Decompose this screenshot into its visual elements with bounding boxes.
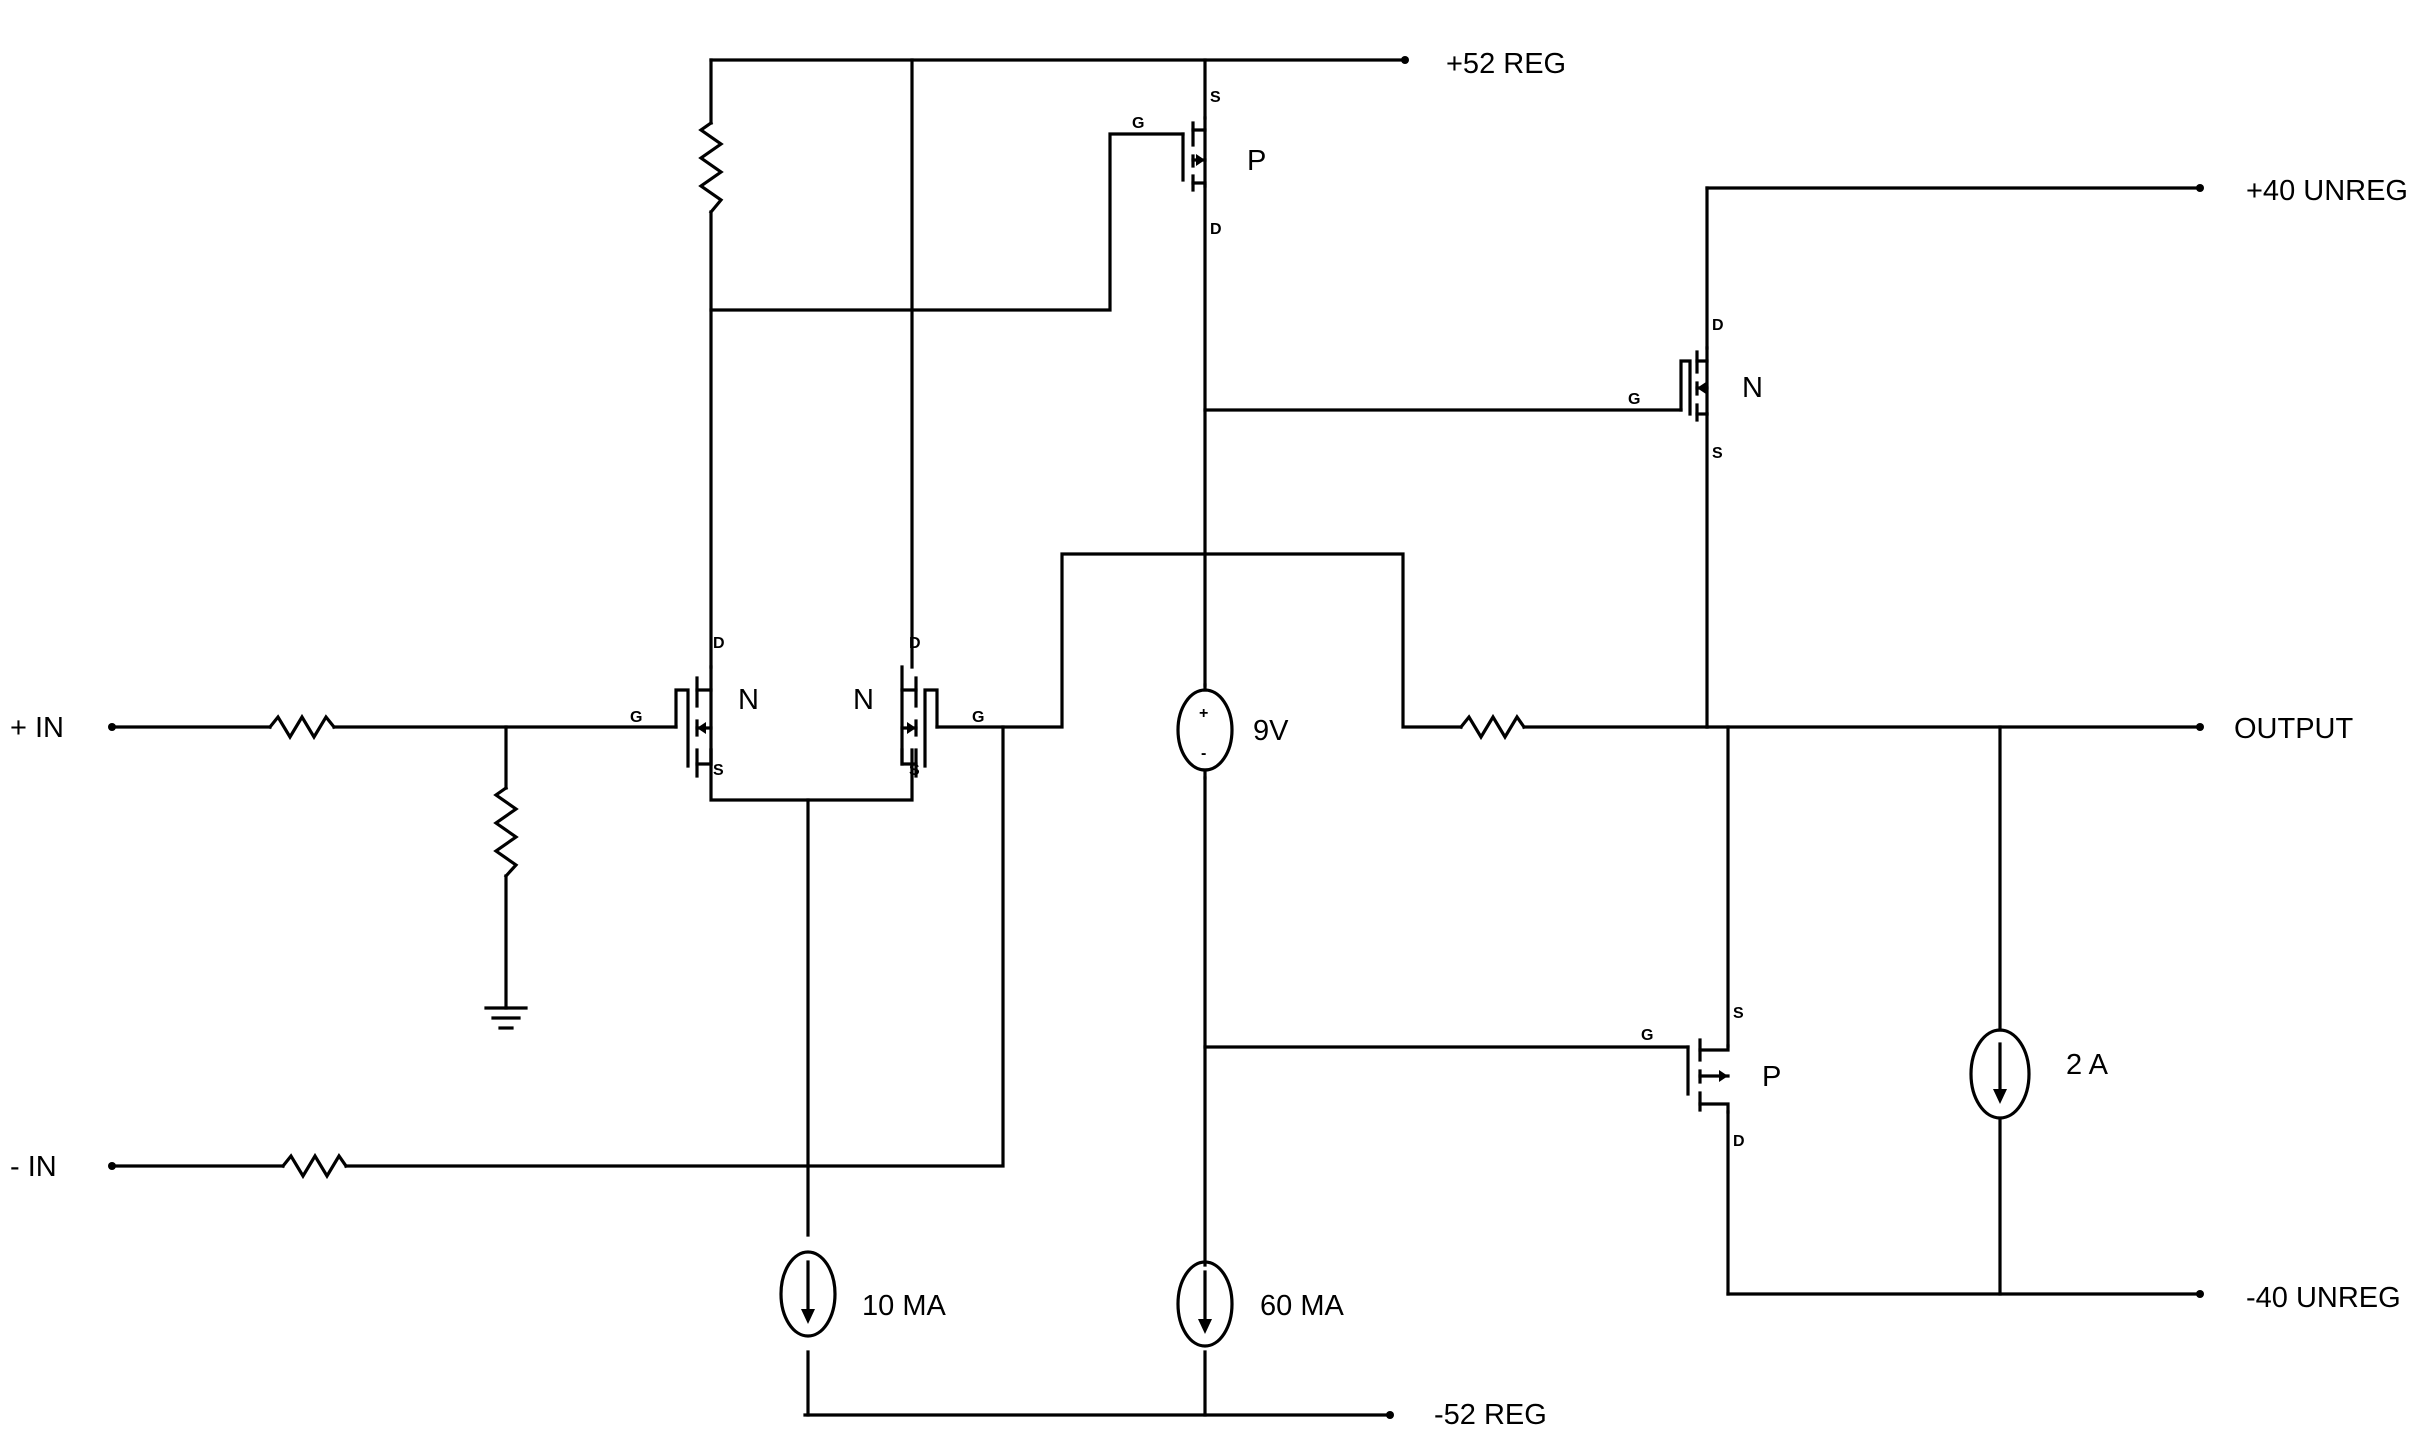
ground-icon bbox=[484, 1006, 528, 1030]
minus-in-label: - IN bbox=[10, 1151, 57, 1183]
wire-pos40-rail bbox=[1705, 186, 2202, 191]
wire-feedback bbox=[1001, 552, 1463, 729]
q4-source-label: S bbox=[1712, 445, 1723, 462]
terminal-output bbox=[2196, 723, 2204, 731]
q5-source-label: S bbox=[1733, 1005, 1744, 1022]
voltage-source-icon bbox=[1176, 683, 1234, 780]
rail-pos40-label: +40 UNREG bbox=[2246, 175, 2408, 207]
resistor-feedback bbox=[1458, 713, 1527, 741]
resistor-plus-in bbox=[267, 713, 337, 741]
current-source-2a-icon bbox=[1969, 1028, 2031, 1120]
q2-drain-label: D bbox=[909, 635, 921, 652]
q2-type-label: N bbox=[853, 684, 874, 716]
q5-gate-label: G bbox=[1641, 1027, 1653, 1044]
q3-gate-label: G bbox=[1132, 115, 1144, 132]
mosfet-q3-icon bbox=[1181, 116, 1207, 192]
q1-gate-label: G bbox=[630, 709, 642, 726]
wire-tail-common bbox=[709, 748, 914, 802]
wire-q3-gate-drive bbox=[709, 132, 1185, 312]
rail-wires bbox=[709, 58, 2202, 1417]
terminal-plus-in bbox=[108, 723, 116, 731]
vsource-minus-label: - bbox=[1201, 745, 1206, 762]
terminal-pos52 bbox=[1401, 56, 1409, 64]
terminals bbox=[108, 56, 2204, 1419]
isource-60ma-label: 60 MA bbox=[1260, 1290, 1344, 1322]
resistor-minus-in bbox=[280, 1152, 349, 1180]
input-wires bbox=[110, 58, 1709, 1417]
q2-source-label: S bbox=[909, 762, 920, 779]
rail-neg52-label: -52 REG bbox=[1434, 1399, 1547, 1431]
isource-2a-label: 2 A bbox=[2066, 1049, 2109, 1081]
q1-drain-label: D bbox=[713, 635, 725, 652]
wire-minus-in-right bbox=[344, 725, 1005, 1168]
mosfet-q2-icon bbox=[900, 665, 939, 778]
current-source-10ma-icon bbox=[779, 1250, 837, 1338]
terminal-neg52 bbox=[1386, 1411, 1394, 1419]
resistors bbox=[267, 120, 1527, 1180]
q3-drain-label: D bbox=[1210, 221, 1222, 238]
q4-type-label: N bbox=[1742, 372, 1763, 404]
q4-gate-label: G bbox=[1628, 391, 1640, 408]
output-label: OUTPUT bbox=[2234, 713, 2354, 745]
current-source-60ma-icon bbox=[1176, 1260, 1234, 1348]
rail-neg40-label: -40 UNREG bbox=[2246, 1282, 2401, 1314]
q2-gate-label: G bbox=[972, 709, 984, 726]
mosfet-q5-icon bbox=[1686, 1038, 1730, 1114]
mosfet-q1-icon bbox=[674, 665, 713, 778]
q4-drain-label: D bbox=[1712, 317, 1724, 334]
q3-source-label: S bbox=[1210, 89, 1221, 106]
q5-type-label: P bbox=[1762, 1061, 1781, 1093]
q1-type-label: N bbox=[738, 684, 759, 716]
driver-wires bbox=[1203, 58, 1690, 1417]
q5-drain-label: D bbox=[1733, 1133, 1745, 1150]
vsource-plus-label: + bbox=[1199, 705, 1208, 722]
output-wires bbox=[1705, 186, 2002, 1296]
resistor-drain-load bbox=[698, 120, 724, 215]
mosfet-q4-icon bbox=[1679, 346, 1709, 422]
isource-10ma-label: 10 MA bbox=[862, 1290, 946, 1322]
q1-source-label: S bbox=[713, 762, 724, 779]
q3-type-label: P bbox=[1247, 145, 1266, 177]
terminal-minus-in bbox=[108, 1162, 116, 1170]
vsource-value-label: 9V bbox=[1253, 715, 1289, 747]
terminal-pos40 bbox=[2196, 184, 2204, 192]
rail-pos52-label: +52 REG bbox=[1446, 48, 1566, 80]
terminal-neg40 bbox=[2196, 1290, 2204, 1298]
plus-in-label: + IN bbox=[10, 712, 64, 744]
resistor-shunt bbox=[493, 785, 519, 879]
